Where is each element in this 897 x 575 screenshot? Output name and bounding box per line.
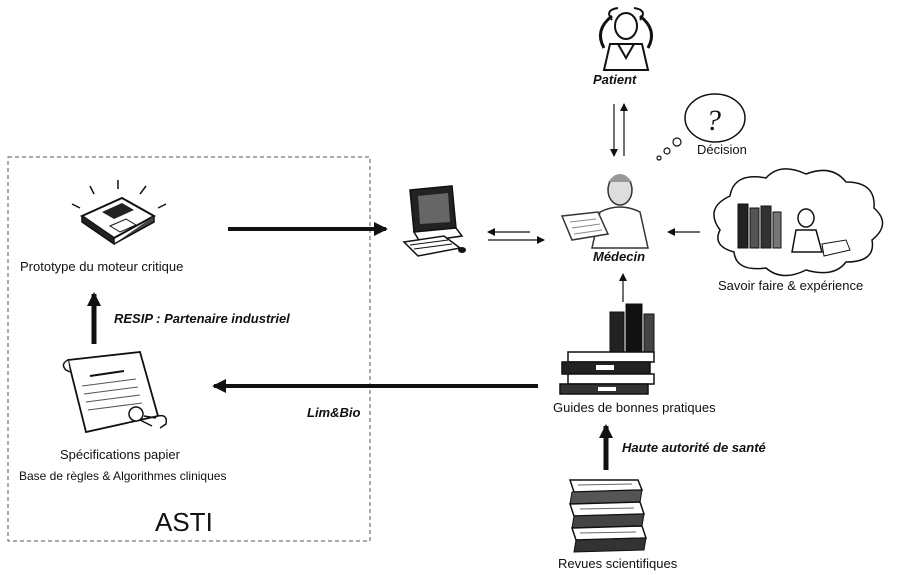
guides-label: Guides de bonnes pratiques	[553, 400, 716, 415]
patient-label: Patient	[593, 72, 637, 87]
prototype-label: Prototype du moteur critique	[20, 259, 184, 274]
savoir-label: Savoir faire & expérience	[718, 278, 864, 293]
worried-man-icon	[598, 7, 654, 71]
asti-label: ASTI	[155, 507, 213, 537]
asti-box	[7, 156, 371, 542]
medecin-label: Médecin	[593, 249, 646, 264]
journal-stack-icon	[568, 479, 648, 553]
certificate-scroll-icon	[62, 351, 168, 434]
floppy-disk-icon	[71, 180, 167, 246]
specs-label: Spécifications papier	[60, 447, 180, 462]
books-and-person-cloud-icon	[713, 168, 884, 277]
computer-icon	[402, 185, 466, 257]
book-stack-icon	[559, 303, 655, 395]
doctor-reading-icon	[560, 174, 649, 249]
question-thought-bubble-icon: ?	[656, 93, 746, 161]
has-label: Haute autorité de santé	[622, 440, 766, 455]
decision-label: Décision	[697, 142, 747, 157]
revues-label: Revues scientifiques	[558, 556, 678, 571]
limbio-label: Lim&Bio	[307, 405, 361, 420]
base-regles-label: Base de règles & Algorithmes cliniques	[19, 469, 227, 483]
svg-text:?: ?	[706, 104, 721, 137]
resip-label: RESIP : Partenaire industriel	[114, 311, 290, 326]
